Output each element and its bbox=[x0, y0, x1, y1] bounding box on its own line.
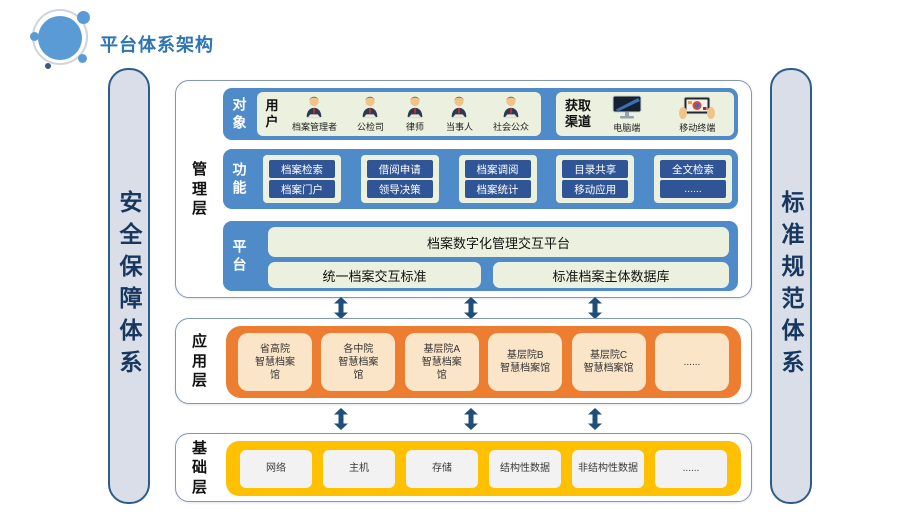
function-archive-review: 档案调阅 bbox=[464, 160, 531, 178]
function-leader-decision: 领导决策 bbox=[366, 180, 433, 198]
app-more: ...... bbox=[654, 333, 729, 391]
user-party: 当事人 bbox=[446, 95, 473, 133]
function-panel: 目录共享 移动应用 bbox=[556, 155, 635, 203]
app-provincial-high-court: 省高院 智慧档案 馆 bbox=[238, 333, 312, 391]
user-label: 社会公众 bbox=[492, 122, 529, 132]
pillar-security-system: 安全保障体系 bbox=[108, 68, 150, 504]
function-archive-portal: 档案门户 bbox=[269, 180, 335, 198]
platform-row-label: 平台 bbox=[232, 238, 247, 273]
foundation-group: 网络 主机 存储 结构性数据 非结构性数据 ...... bbox=[226, 441, 741, 496]
foundation-network: 网络 bbox=[240, 449, 312, 488]
platform-main-box: 档案数字化管理交互平台 bbox=[268, 227, 729, 257]
double-arrow-icon bbox=[334, 297, 348, 319]
pillar-security-label: 安全保障体系 bbox=[116, 190, 142, 382]
foundation-unstructured-data: 非结构性数据 bbox=[572, 449, 644, 488]
user-lawyer: 律师 bbox=[404, 95, 426, 133]
function-borrow-apply: 借阅申请 bbox=[366, 160, 433, 178]
user-label: 公检司 bbox=[356, 122, 384, 132]
channel-label: 移动终端 bbox=[679, 122, 716, 133]
app-intermediate-courts: 各中院 智慧档案 馆 bbox=[321, 333, 396, 391]
function-panel: 借阅申请 领导决策 bbox=[360, 155, 439, 203]
app-grassroots-court-a: 基层院A 智慧档案 馆 bbox=[404, 333, 479, 391]
management-layer: 管理层 对象 用户 档案管理者 公检司 律师 bbox=[175, 80, 752, 298]
foundation-layer: 基础层 网络 主机 存储 结构性数据 非结构性数据 ...... bbox=[175, 433, 752, 502]
function-panel: 档案检索 档案门户 bbox=[263, 155, 341, 203]
double-arrow-icon bbox=[464, 297, 478, 319]
function-fulltext-search: 全文检索 bbox=[660, 160, 726, 178]
objects-row: 对象 用户 档案管理者 公检司 律师 bbox=[223, 88, 738, 140]
person-icon bbox=[363, 96, 378, 118]
function-archive-stats: 档案统计 bbox=[464, 180, 531, 198]
function-more: ...... bbox=[660, 180, 726, 198]
app-grassroots-court-c: 基层院C 智慧档案馆 bbox=[571, 333, 646, 391]
function-catalog-share: 目录共享 bbox=[562, 160, 629, 178]
management-layer-label: 管理层 bbox=[191, 160, 207, 217]
platform-standard-box: 统一档案交互标准 bbox=[268, 262, 481, 288]
users-group-label: 用户 bbox=[265, 98, 279, 129]
users-group: 用户 档案管理者 公检司 律师 bbox=[257, 92, 541, 136]
function-panel: 全文检索 ...... bbox=[654, 155, 732, 203]
functions-row: 功能 档案检索 档案门户 借阅申请 领导决策 档案调阅 档案统计 目录共享 移动… bbox=[223, 149, 738, 209]
function-archive-search: 档案检索 bbox=[269, 160, 335, 178]
objects-row-label: 对象 bbox=[232, 96, 247, 131]
pillar-standards-system: 标准规范体系 bbox=[770, 68, 812, 504]
channel-pc: 电脑端 bbox=[612, 95, 642, 134]
user-label: 律师 bbox=[405, 122, 424, 132]
channels-group: 获取渠道 电脑端 移动终端 bbox=[556, 92, 734, 136]
brand-logo-icon bbox=[30, 8, 92, 70]
app-grassroots-court-b: 基层院B 智慧档案馆 bbox=[488, 333, 563, 391]
page-title: 平台体系架构 bbox=[100, 35, 214, 55]
double-arrow-icon bbox=[588, 408, 602, 430]
pillar-standards-label: 标准规范体系 bbox=[778, 190, 804, 382]
function-panel: 档案调阅 档案统计 bbox=[458, 155, 537, 203]
channels-group-label: 获取渠道 bbox=[564, 98, 591, 129]
user-label: 当事人 bbox=[445, 122, 473, 132]
double-arrow-icon bbox=[588, 297, 602, 319]
foundation-layer-label: 基础层 bbox=[191, 439, 207, 496]
person-icon bbox=[452, 96, 467, 118]
platform-database-box: 标准档案主体数据库 bbox=[493, 262, 729, 288]
person-icon bbox=[307, 96, 322, 118]
tablet-icon bbox=[679, 96, 716, 119]
foundation-storage: 存储 bbox=[406, 449, 478, 488]
person-icon bbox=[503, 96, 519, 118]
function-mobile-app: 移动应用 bbox=[562, 180, 629, 198]
person-icon bbox=[407, 96, 423, 118]
double-arrow-icon bbox=[464, 408, 478, 430]
user-label: 档案管理者 bbox=[291, 122, 337, 132]
platform-row: 平台 档案数字化管理交互平台 统一档案交互标准 标准档案主体数据库 bbox=[223, 221, 738, 291]
foundation-more: ...... bbox=[655, 449, 727, 488]
functions-row-label: 功能 bbox=[232, 161, 247, 196]
user-procuratorate: 公检司 bbox=[357, 95, 384, 133]
foundation-structured-data: 结构性数据 bbox=[489, 449, 561, 488]
channel-mobile: 移动终端 bbox=[679, 95, 715, 134]
user-public: 社会公众 bbox=[493, 95, 529, 133]
application-group: 省高院 智慧档案 馆 各中院 智慧档案 馆 基层院A 智慧档案 馆 基层院B 智… bbox=[226, 326, 741, 398]
monitor-icon bbox=[612, 95, 642, 118]
double-arrow-icon bbox=[334, 408, 348, 430]
application-layer: 应用层 省高院 智慧档案 馆 各中院 智慧档案 馆 基层院A 智慧档案 馆 基层… bbox=[175, 318, 752, 404]
foundation-host: 主机 bbox=[323, 449, 395, 488]
application-layer-label: 应用层 bbox=[191, 332, 207, 389]
channel-label: 电脑端 bbox=[613, 122, 641, 133]
user-archive-manager: 档案管理者 bbox=[292, 95, 337, 133]
